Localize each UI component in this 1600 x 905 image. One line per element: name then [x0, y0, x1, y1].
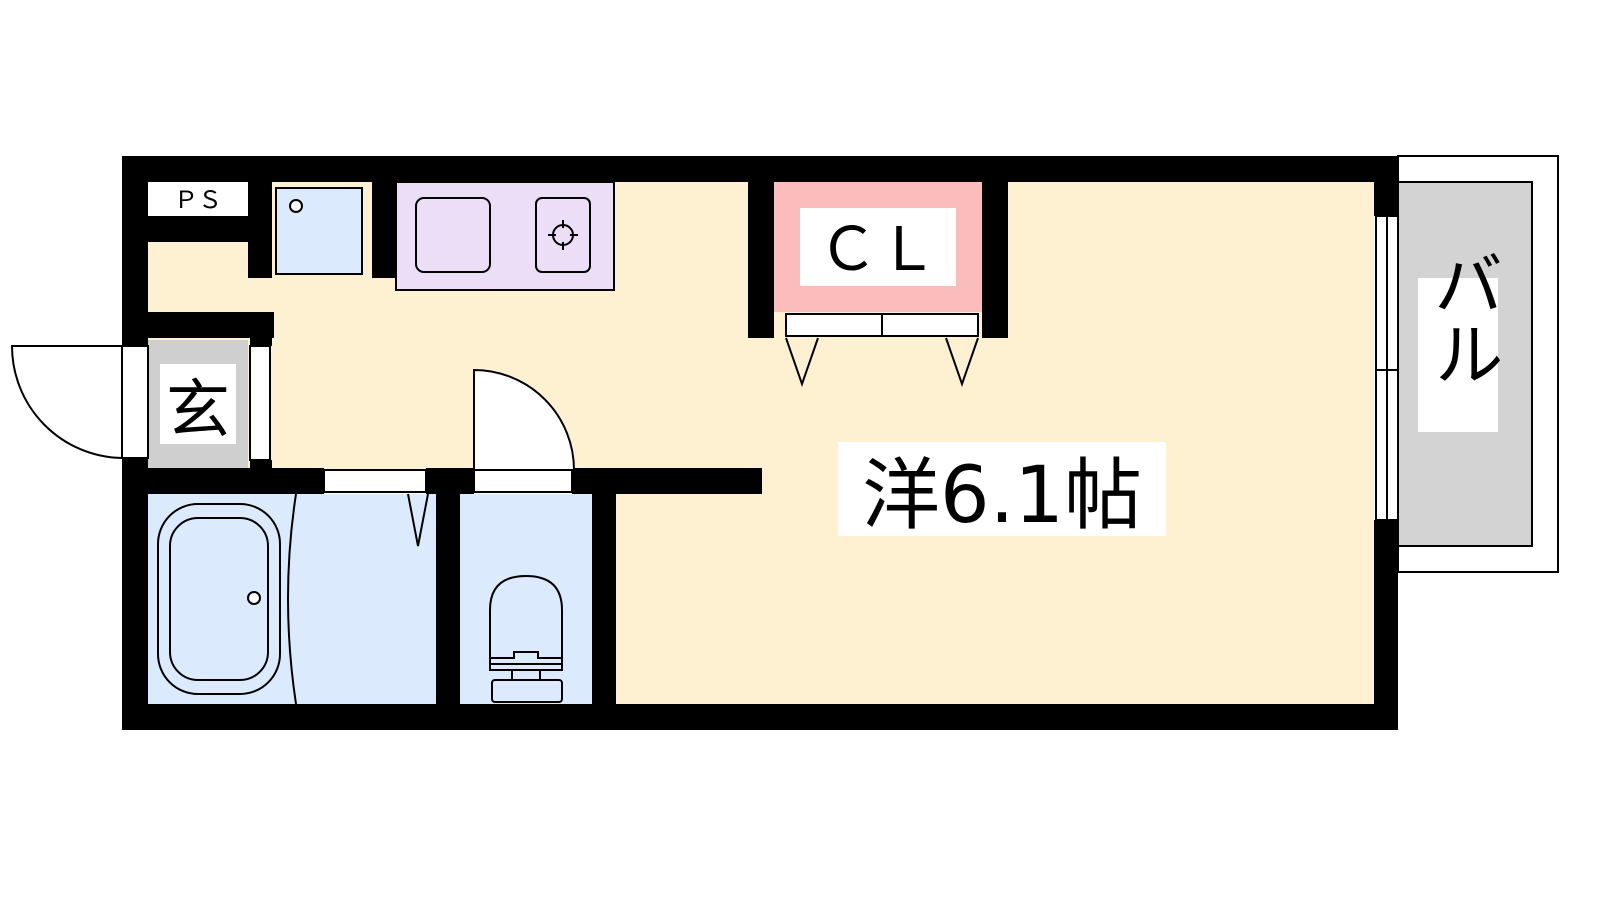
closet-label-bg [800, 208, 956, 286]
closet-doors [785, 313, 979, 388]
toilet-icon [489, 574, 563, 703]
washer-drain-icon [289, 199, 303, 213]
bathroom-door [323, 469, 427, 493]
front-door [10, 345, 149, 460]
closet-label: ＣＬ [818, 215, 938, 285]
washer-space [275, 187, 363, 275]
balcony-window [1375, 215, 1399, 521]
pipe-space-label: ＰＳ [174, 186, 222, 214]
entrance-label: 玄 [166, 374, 230, 448]
bathroom-partition-curve [287, 493, 297, 705]
burner-icon [548, 220, 578, 250]
entrance-label-bg [160, 364, 236, 444]
toilet-door [473, 368, 576, 493]
bathroom-door-indicator [407, 493, 429, 547]
bathtub-drain-icon [247, 591, 261, 605]
balcony-label-bg [1418, 278, 1498, 432]
pipe-space-box [148, 182, 248, 216]
balcony-label: バル [1422, 248, 1504, 388]
western-room-label-bg [838, 442, 1166, 536]
stove-icon [535, 197, 591, 273]
bathtub-inner [169, 517, 269, 681]
entrance-jamb [249, 345, 271, 461]
walls [122, 156, 1398, 730]
kitchen-sink-icon [415, 197, 491, 273]
western-room-label: 洋6.1帖 [862, 451, 1142, 541]
